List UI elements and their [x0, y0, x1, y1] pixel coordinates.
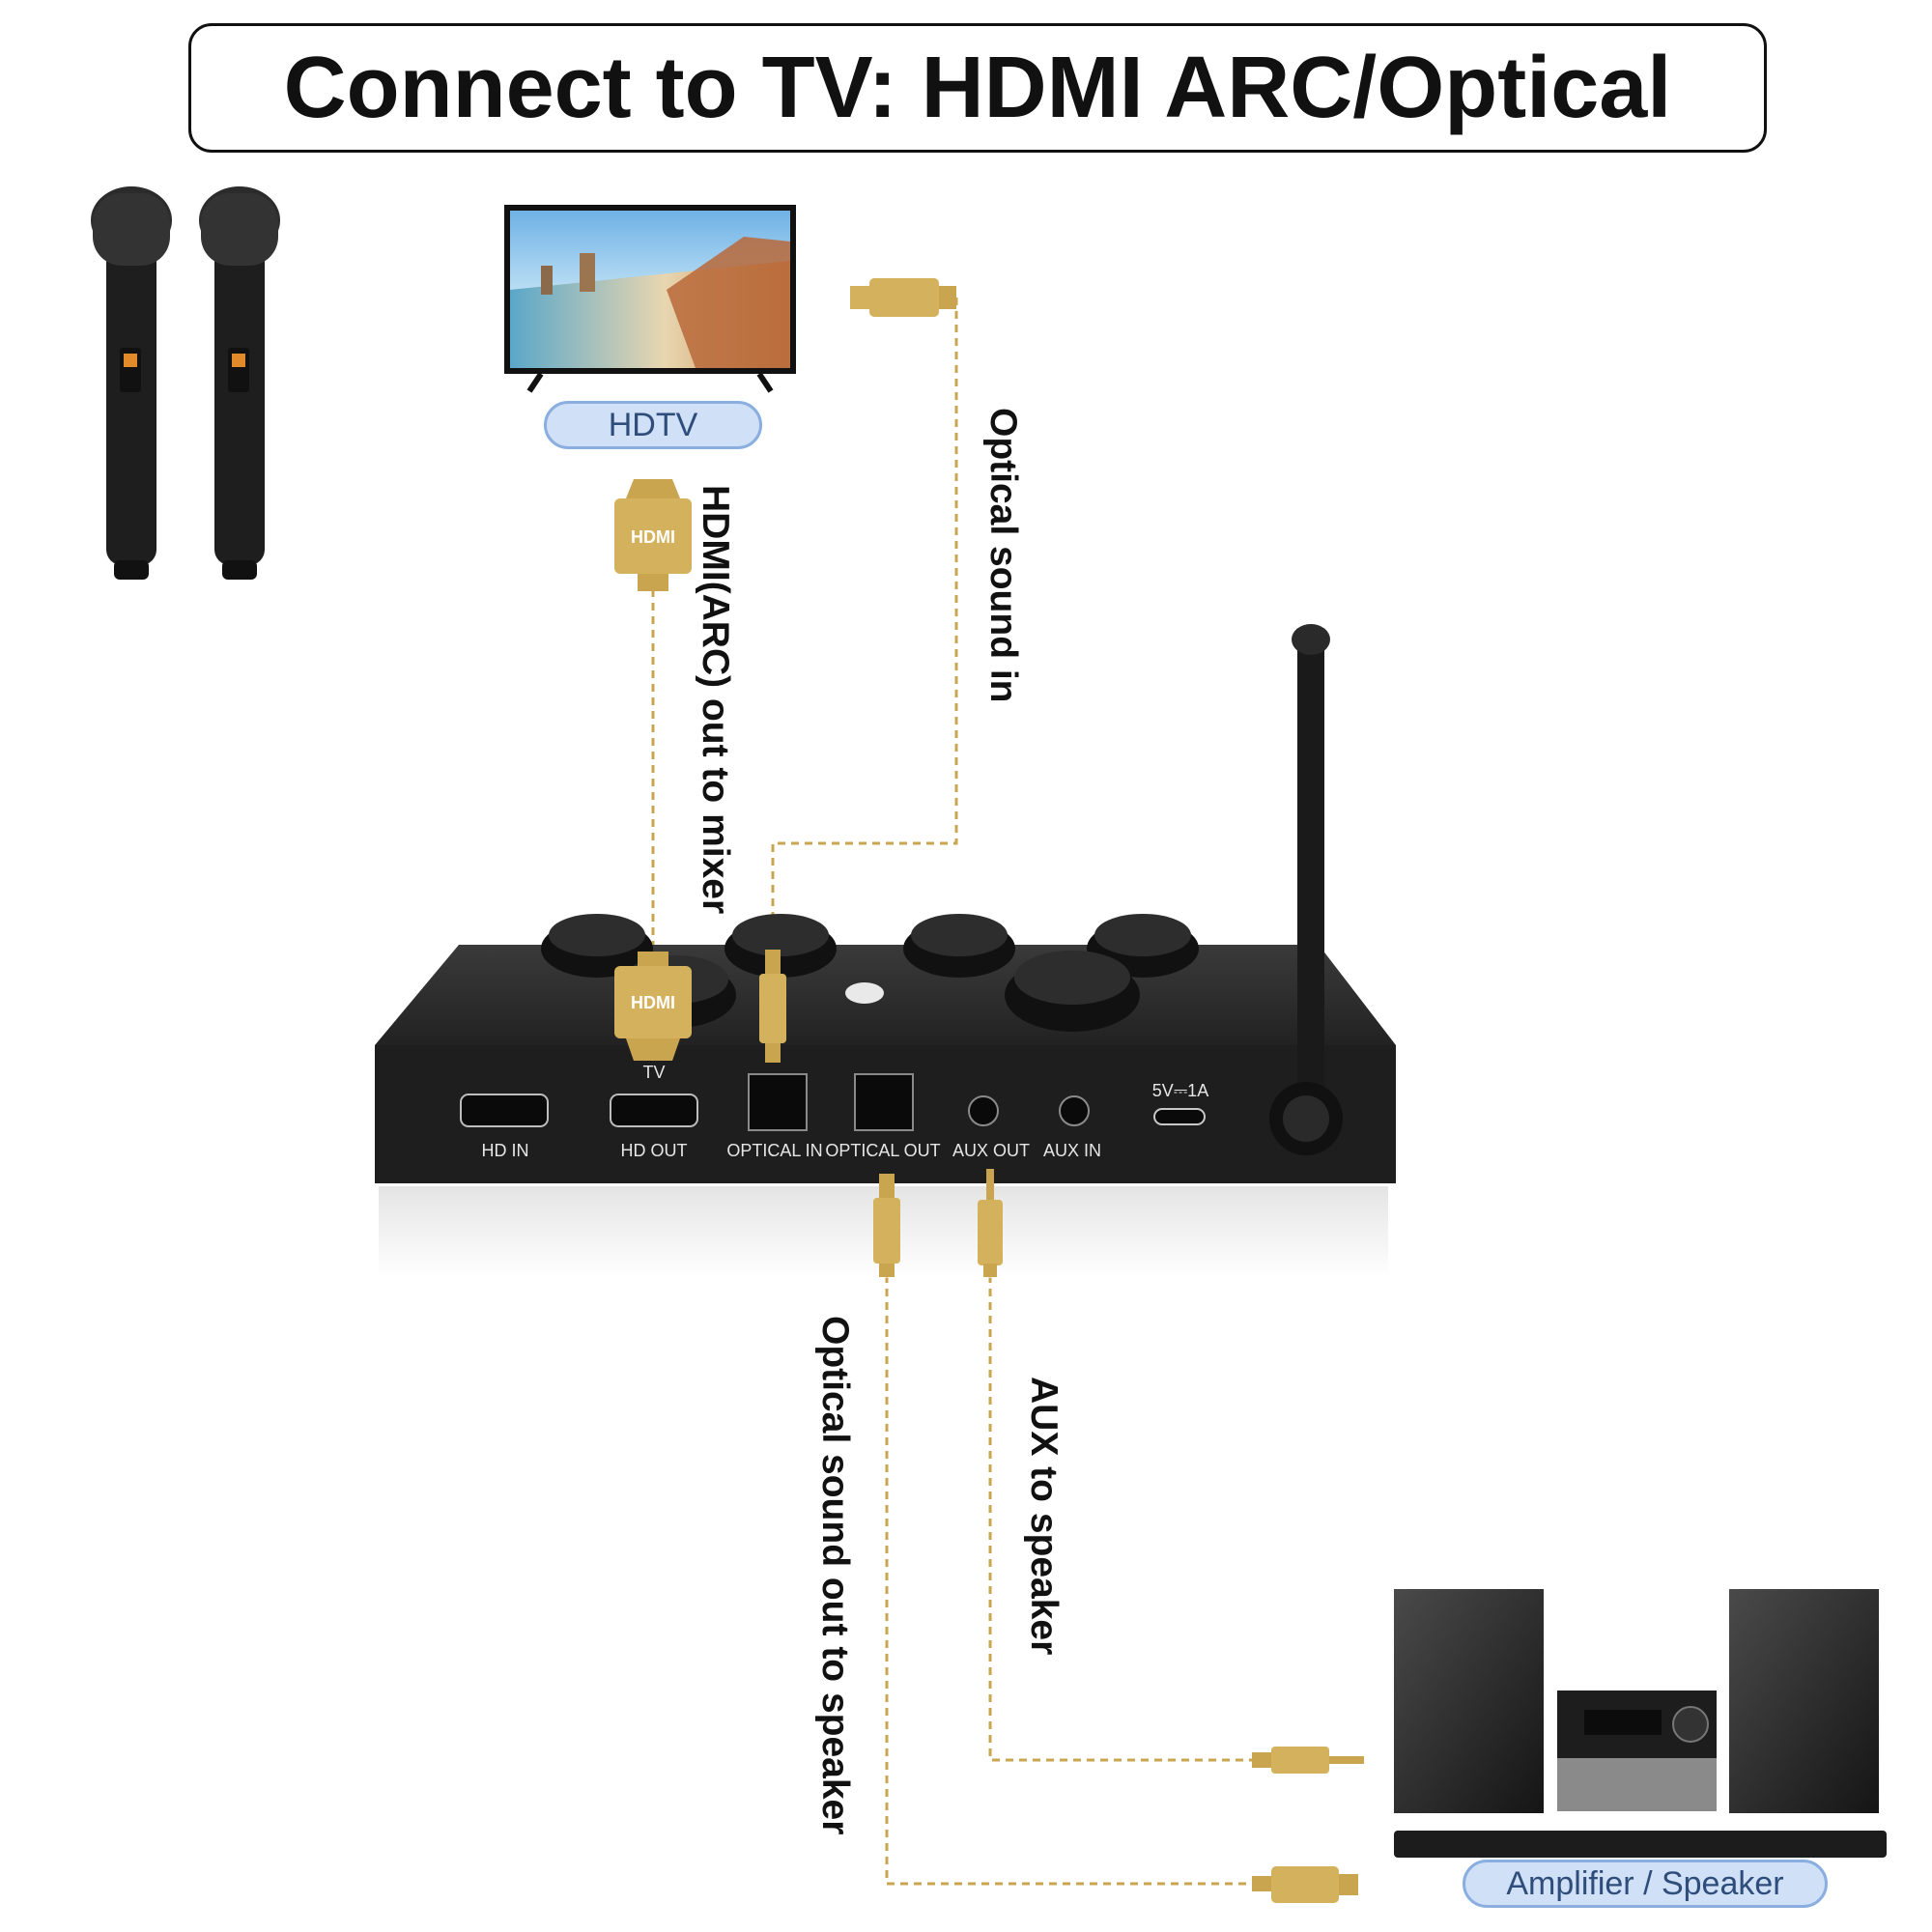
amplifier-speaker-label-text: Amplifier / Speaker — [1506, 1864, 1784, 1902]
mixer-device: HD IN HD OUT TV OPTICAL IN OPTICAL OUT A… — [375, 624, 1396, 1183]
port-label-hd-out: HD OUT — [621, 1141, 688, 1160]
optical-in-label: Optical sound in — [982, 408, 1024, 703]
optical-out-cable-line — [885, 1275, 1256, 1886]
ports — [460, 1073, 1206, 1131]
port-label-power: 5V⎓1A — [1152, 1081, 1208, 1100]
amplifier-speaker-label: Amplifier / Speaker — [1463, 1860, 1828, 1908]
optical-plug-mixer-in — [759, 950, 786, 1063]
port-label-optical-out: OPTICAL OUT — [825, 1141, 940, 1160]
optical-plug-speaker — [1252, 1866, 1358, 1903]
usb-c-port — [1153, 1108, 1206, 1125]
hdmi-connector-bottom-label: HDMI — [631, 993, 675, 1012]
hd-out-port — [610, 1094, 698, 1127]
optical-plug-top — [850, 278, 956, 317]
hdtv-label: HDTV — [544, 401, 762, 449]
hd-in-port — [460, 1094, 549, 1127]
page-title: Connect to TV: HDMI ARC/Optical — [283, 39, 1672, 136]
aux-out-label: AUX to speaker — [1023, 1377, 1065, 1656]
microphones — [91, 186, 280, 580]
optical-out-port — [854, 1073, 914, 1131]
aux-in-port — [1059, 1095, 1090, 1126]
hdmi-connector-top-label: HDMI — [631, 527, 675, 547]
aux-plug-speaker — [1252, 1747, 1364, 1774]
optical-plug-mixer-out — [873, 1174, 900, 1277]
hdtv — [504, 205, 796, 393]
aux-plug-mixer-out — [978, 1169, 1003, 1277]
hdmi-connector-bottom: HDMI — [614, 952, 692, 1061]
aux-out-port — [968, 1095, 999, 1126]
amplifier-speaker-system — [1394, 1589, 1887, 1858]
antenna — [1269, 624, 1343, 1155]
port-label-hd-in: HD IN — [482, 1141, 529, 1160]
hdmi-connector-top: HDMI — [614, 479, 692, 591]
microphone-left — [91, 186, 172, 580]
optical-in-cable-line — [771, 298, 958, 961]
port-label-optical-in: OPTICAL IN — [726, 1141, 822, 1160]
optical-in-port — [748, 1073, 808, 1131]
hdmi-arc-label: HDMI(ARC) out to mixer — [695, 485, 736, 915]
cables — [651, 298, 1256, 1886]
port-label-aux-in: AUX IN — [1043, 1141, 1101, 1160]
power-button — [845, 982, 884, 1004]
microphone-right — [199, 186, 280, 580]
title-box: Connect to TV: HDMI ARC/Optical — [188, 23, 1767, 153]
optical-out-label: Optical sound out to speaker — [814, 1316, 856, 1835]
hdtv-label-text: HDTV — [608, 406, 698, 443]
port-label-tv: TV — [642, 1063, 665, 1082]
port-label-aux-out: AUX OUT — [952, 1141, 1030, 1160]
